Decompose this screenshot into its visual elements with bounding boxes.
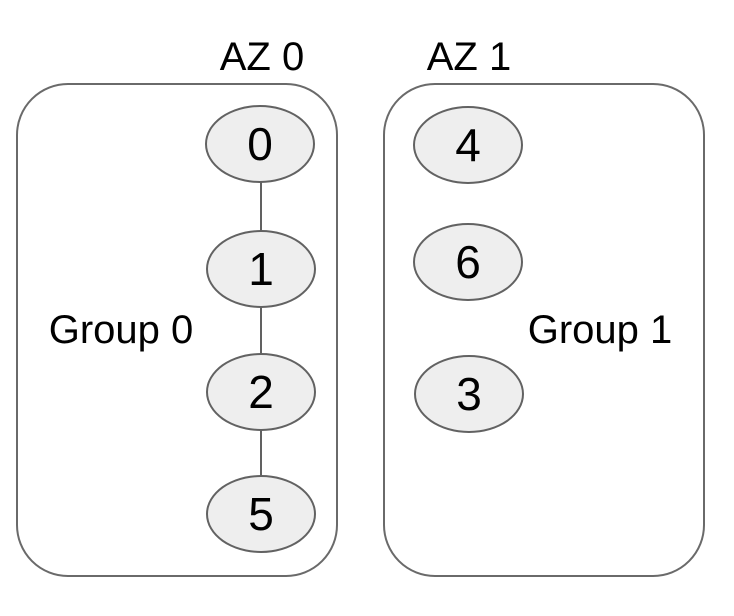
node-5: 5 <box>206 475 316 553</box>
edge-2-5 <box>260 392 262 514</box>
node-4: 4 <box>413 106 523 184</box>
group-0-box <box>16 83 338 577</box>
group-1-box <box>383 83 705 577</box>
node-0: 0 <box>205 105 315 183</box>
group-0-label: Group 0 <box>48 308 194 352</box>
node-3: 3 <box>414 355 524 433</box>
az-1-label: AZ 1 <box>426 35 512 79</box>
az-0-label: AZ 0 <box>219 35 305 79</box>
node-1: 1 <box>206 230 316 308</box>
node-2: 2 <box>206 353 316 431</box>
node-6: 6 <box>413 223 523 301</box>
edge-0-1 <box>260 144 262 269</box>
edge-1-2 <box>260 269 262 392</box>
group-1-label: Group 1 <box>527 308 673 352</box>
